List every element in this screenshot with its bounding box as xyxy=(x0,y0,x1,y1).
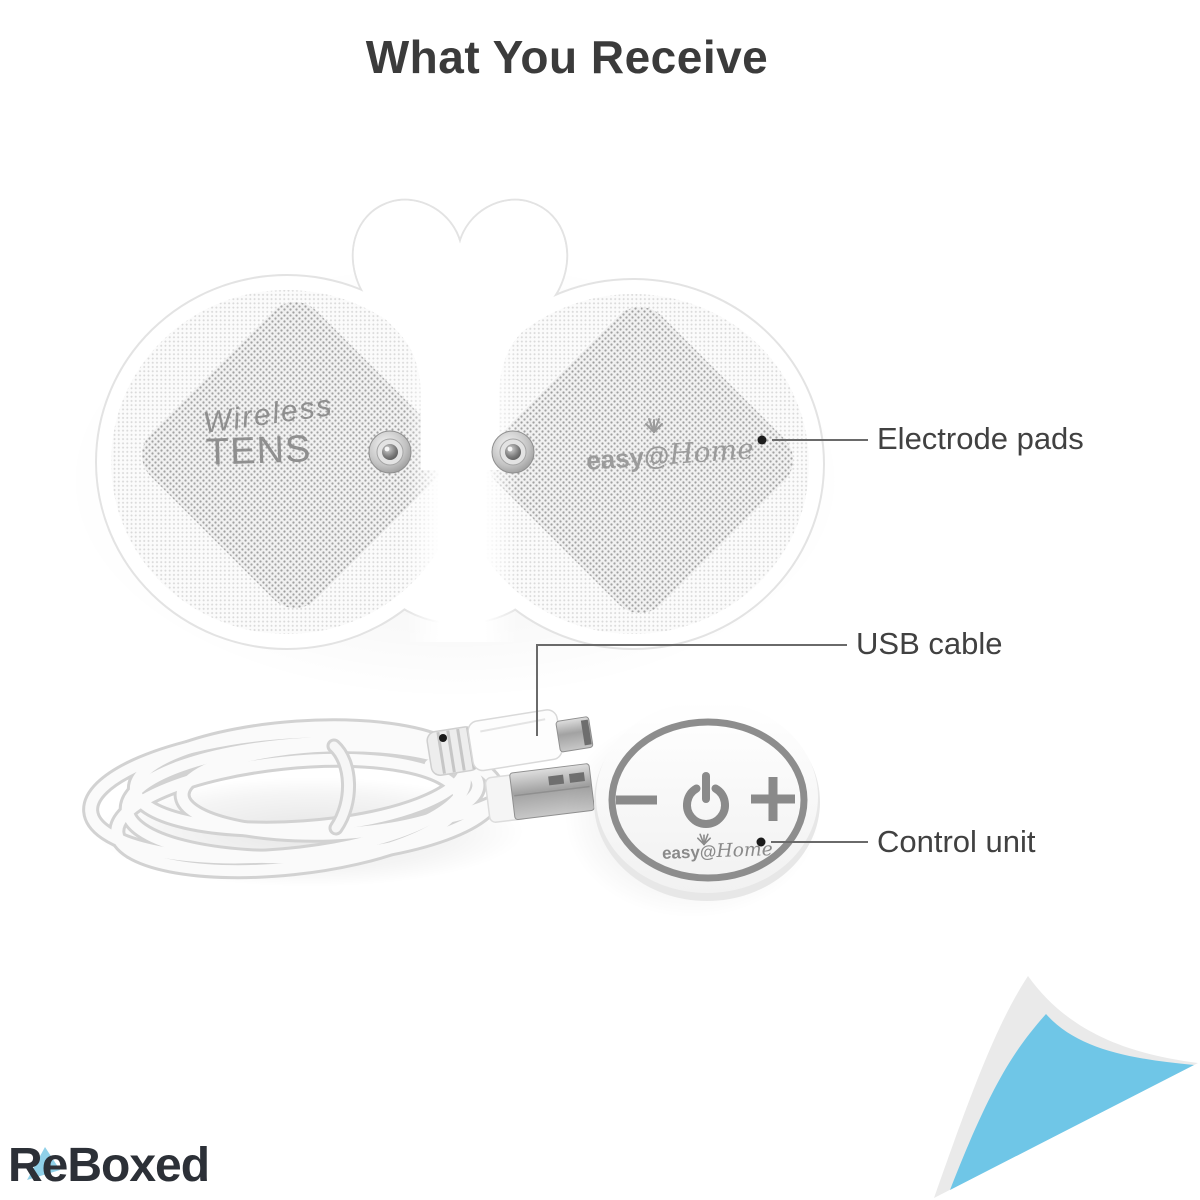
watermark-brand: ReBoxed xyxy=(8,1139,210,1192)
control-unit-callout-line xyxy=(756,837,868,847)
usb-cable xyxy=(82,709,595,887)
plus-icon xyxy=(751,777,795,821)
pad-print-tens: TENS xyxy=(205,428,313,474)
snap-connector-left xyxy=(368,430,412,474)
usb-cable-callout-line xyxy=(439,644,847,742)
brand-home-text: Home xyxy=(668,432,755,472)
control-ring xyxy=(608,718,808,882)
power-icon xyxy=(683,772,729,828)
starburst-icon xyxy=(697,833,712,846)
pad-gel-right xyxy=(486,306,794,614)
brand-home-text: Home xyxy=(716,839,774,863)
control-unit-device xyxy=(564,701,820,918)
usb-cable-label: USB cable xyxy=(856,626,1003,661)
watermark-fold-accent xyxy=(27,1147,60,1180)
brand-easy-text: easy@ xyxy=(585,440,671,476)
page-title: What You Receive xyxy=(365,31,769,83)
snap-connector-right xyxy=(491,430,535,474)
starburst-icon xyxy=(645,418,663,433)
pad-gel-left xyxy=(141,301,449,609)
micro-usb-connector xyxy=(426,709,594,776)
electrode-pads-callout-line xyxy=(757,435,868,445)
control-unit-brand-logo: easy@Home xyxy=(662,839,773,864)
page-curl xyxy=(934,976,1198,1198)
electrode-pads-label: Electrode pads xyxy=(877,421,1084,456)
electrode-pad xyxy=(65,198,845,700)
control-unit-label: Control unit xyxy=(877,824,1036,859)
